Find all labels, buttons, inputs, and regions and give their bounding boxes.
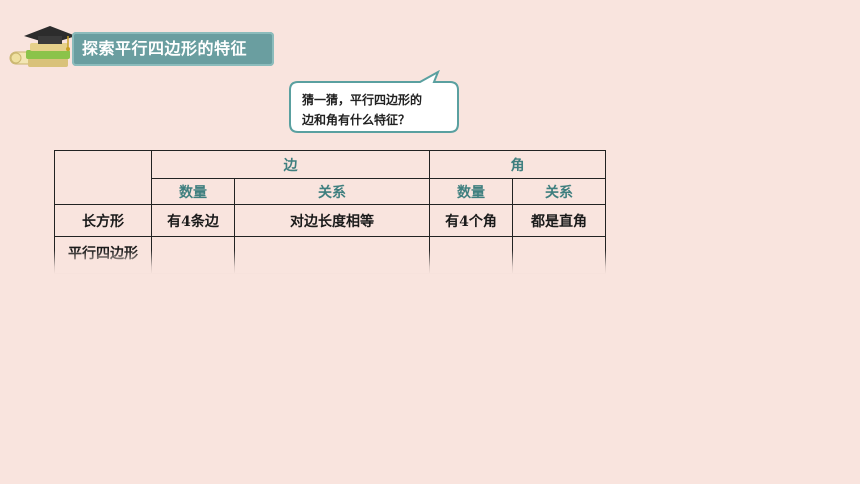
table-row: 长方形 有4条边 对边长度相等 有4个角 都是直角 xyxy=(54,204,606,237)
table-cell: 对边长度相等 xyxy=(234,204,430,237)
row-label: 长方形 xyxy=(54,204,152,237)
speech-bubble: 猜一猜，平行四边形的 边和角有什么特征？ xyxy=(288,70,464,136)
sub-header-edge-count: 数量 xyxy=(151,178,235,205)
page-title: 探索平行四边形的特征 xyxy=(72,32,274,66)
bubble-line-2: 边和角有什么特征？ xyxy=(302,113,411,127)
books-graduation-cap-icon xyxy=(9,26,76,67)
table-cell: 有4条边 xyxy=(151,204,235,237)
speech-bubble-shape xyxy=(289,70,459,133)
sub-header-angle-relation: 关系 xyxy=(512,178,606,205)
group-header-edge: 边 xyxy=(151,150,430,179)
group-header-angle: 角 xyxy=(429,150,606,179)
bubble-text: 猜一猜，平行四边形的 边和角有什么特征？ xyxy=(302,90,462,130)
corner-cell xyxy=(54,150,152,205)
table-cell: 有4个角 xyxy=(429,204,513,237)
table-cell: 都是直角 xyxy=(512,204,606,237)
bubble-line-1: 猜一猜，平行四边形的 xyxy=(302,93,423,107)
sub-header-edge-relation: 关系 xyxy=(234,178,430,205)
sub-header-angle-count: 数量 xyxy=(429,178,513,205)
row-fade-overlay xyxy=(52,250,608,274)
